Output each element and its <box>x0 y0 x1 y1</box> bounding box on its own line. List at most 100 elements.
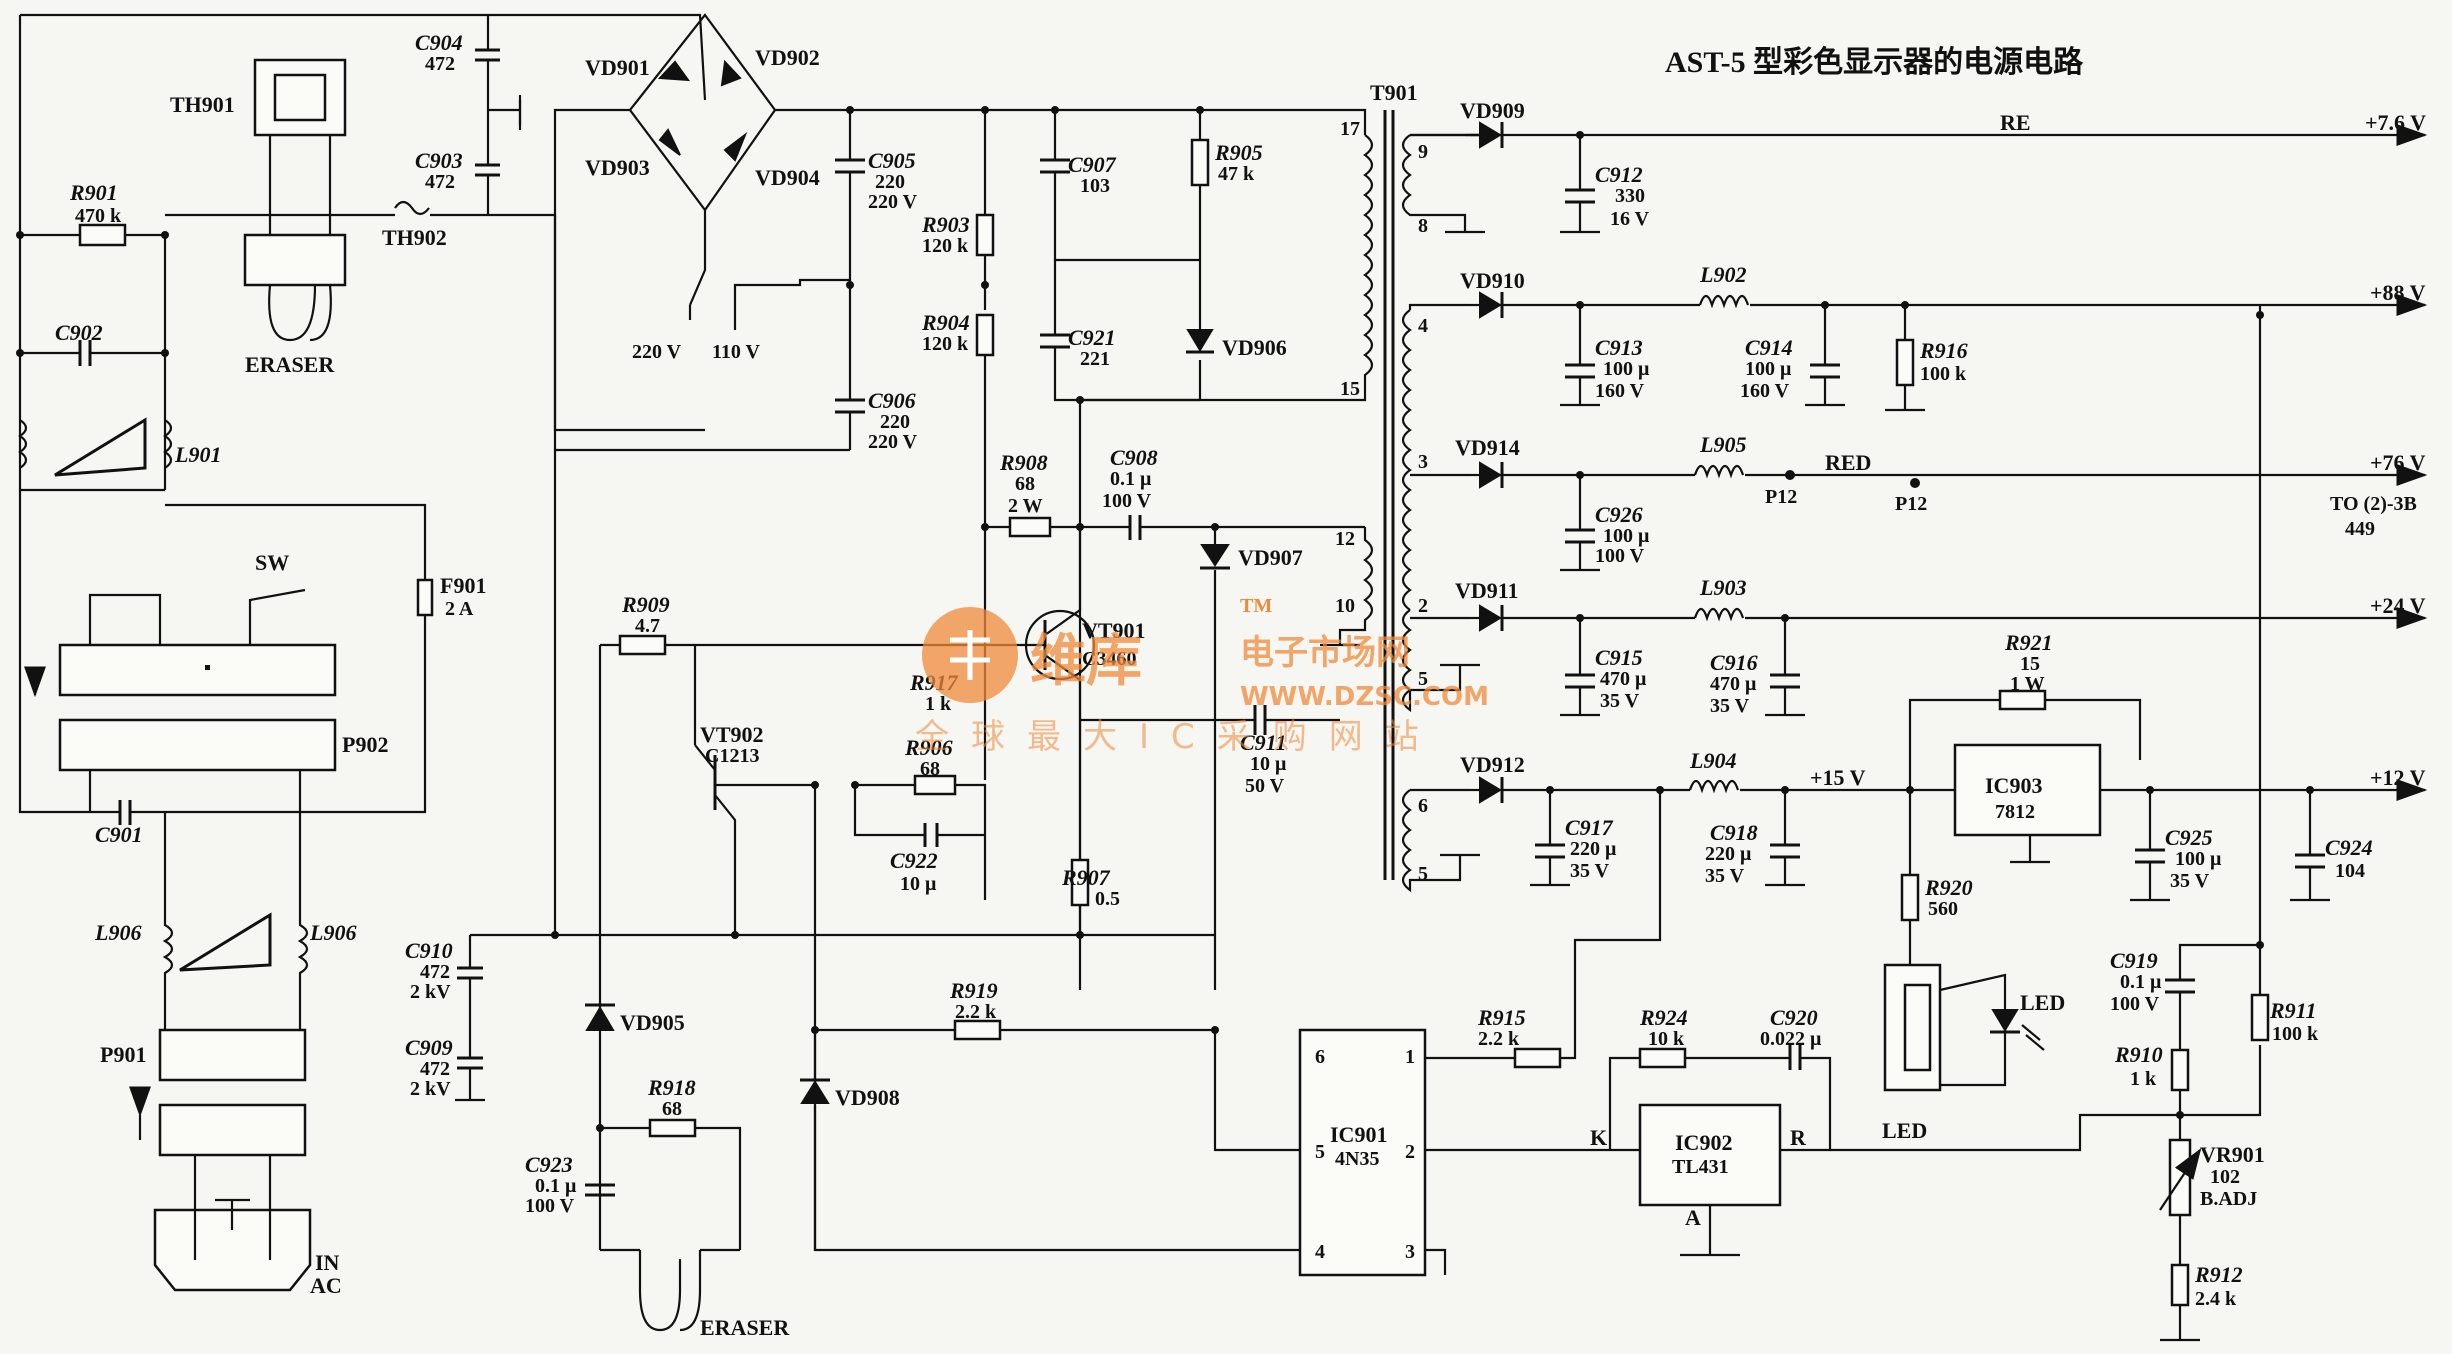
rail-88v <box>1470 291 2428 412</box>
svg-text:1 W: 1 W <box>2010 673 2045 695</box>
svg-text:220 V: 220 V <box>868 431 918 453</box>
voltage-divider <box>2159 305 2270 1342</box>
r919-resistor <box>953 1019 1002 1041</box>
svg-text:100 k: 100 k <box>1920 363 1967 385</box>
svg-text:104: 104 <box>2335 860 2365 882</box>
svg-text:VD910: VD910 <box>1460 268 1525 293</box>
svg-text:C923: C923 <box>525 1152 573 1177</box>
svg-text:100 μ: 100 μ <box>1603 358 1650 380</box>
svg-text:50 V: 50 V <box>1245 775 1285 797</box>
svg-text:1 k: 1 k <box>925 693 952 715</box>
eraser-snubber <box>455 935 1300 1332</box>
svg-text:P902: P902 <box>342 732 388 757</box>
svg-text:TO (2)-3B: TO (2)-3B <box>2330 493 2417 515</box>
r907-resistor <box>1070 858 1090 907</box>
svg-text:220: 220 <box>880 411 910 433</box>
svg-text:C902: C902 <box>55 320 103 345</box>
svg-text:RE: RE <box>2000 110 2031 135</box>
svg-text:L905: L905 <box>1699 432 1746 457</box>
svg-text:维库: 维库 <box>1030 629 1142 694</box>
svg-text:1 k: 1 k <box>2130 1068 2157 1090</box>
svg-text:VT902: VT902 <box>700 722 764 747</box>
svg-text:C1213: C1213 <box>705 745 759 767</box>
svg-text:10 k: 10 k <box>1648 1028 1685 1050</box>
vd912-diode <box>1479 776 1502 804</box>
svg-text:100 V: 100 V <box>525 1195 575 1217</box>
svg-text:472: 472 <box>425 53 455 75</box>
ic901-optocoupler <box>1298 855 1662 1277</box>
eraser-coil-top <box>243 233 347 287</box>
svg-text:470 μ: 470 μ <box>1710 673 1757 695</box>
l904-inductor <box>1688 779 1740 794</box>
svg-text:15: 15 <box>2020 653 2040 675</box>
svg-text:L906: L906 <box>309 920 356 945</box>
p902-connector <box>58 718 337 772</box>
r911-resistor <box>2250 993 2270 1042</box>
svg-text:2: 2 <box>1418 595 1428 617</box>
svg-text:0.1 μ: 0.1 μ <box>2120 971 2162 993</box>
r912-resistor <box>2170 1263 2190 1307</box>
svg-text:35 V: 35 V <box>1570 860 1610 882</box>
svg-text:C907: C907 <box>1068 152 1117 177</box>
svg-text:全球最大IC采购网站: 全球最大IC采购网站 <box>915 717 1441 757</box>
svg-text:2 W: 2 W <box>1008 495 1043 517</box>
svg-text:120 k: 120 k <box>922 235 969 257</box>
l905-inductor <box>1693 464 1745 479</box>
svg-text:R912: R912 <box>2194 1262 2243 1287</box>
svg-text:TH901: TH901 <box>170 92 235 117</box>
svg-text:L904: L904 <box>1689 748 1736 773</box>
svg-text:VD905: VD905 <box>620 1010 685 1035</box>
svg-text:0.1 μ: 0.1 μ <box>535 1175 577 1197</box>
svg-text:472: 472 <box>420 1058 450 1080</box>
svg-text:T901: T901 <box>1370 80 1418 105</box>
r905-resistor <box>1190 138 1210 187</box>
svg-text:R915: R915 <box>1477 1005 1526 1030</box>
svg-text:VD908: VD908 <box>835 1085 900 1110</box>
svg-text:2 kV: 2 kV <box>410 981 451 1003</box>
svg-text:6: 6 <box>1315 1046 1325 1068</box>
f901-fuse <box>416 578 434 617</box>
svg-text:+12 V: +12 V <box>2370 765 2426 790</box>
svg-text:C915: C915 <box>1595 645 1643 670</box>
svg-text:4N35: 4N35 <box>1335 1148 1379 1170</box>
svg-text:R920: R920 <box>1924 875 1973 900</box>
svg-text:TL431: TL431 <box>1672 1156 1729 1178</box>
rail-24v <box>1470 605 2425 717</box>
svg-text:R904: R904 <box>921 310 970 335</box>
svg-text:C924: C924 <box>2325 835 2373 860</box>
r910-resistor <box>2170 1048 2190 1092</box>
svg-text:C921: C921 <box>1068 325 1116 350</box>
svg-text:SW: SW <box>255 550 289 575</box>
svg-text:220 μ: 220 μ <box>1705 843 1752 865</box>
svg-text:100 V: 100 V <box>1595 545 1645 567</box>
svg-text:102: 102 <box>2210 1166 2240 1188</box>
svg-text:R910: R910 <box>2114 1042 2163 1067</box>
svg-text:7812: 7812 <box>1995 801 2035 823</box>
switch-stage <box>470 450 1340 1250</box>
svg-text:17: 17 <box>1340 118 1360 140</box>
svg-text:R906: R906 <box>904 735 953 760</box>
svg-text:R901: R901 <box>69 180 118 205</box>
svg-text:C3460: C3460 <box>1082 648 1136 670</box>
svg-text:160 V: 160 V <box>1595 380 1645 402</box>
transformer-t901 <box>1383 110 1485 893</box>
svg-text:R911: R911 <box>2269 998 2316 1023</box>
r901-resistor <box>78 223 127 247</box>
svg-text:C906: C906 <box>868 388 916 413</box>
svg-text:C918: C918 <box>1710 820 1758 845</box>
svg-text:IC902: IC902 <box>1675 1130 1732 1155</box>
svg-text:VD901: VD901 <box>585 55 650 80</box>
led-diode-symbol <box>1991 1009 2019 1032</box>
mains-switch-section <box>18 490 434 1292</box>
svg-text:R903: R903 <box>921 212 970 237</box>
svg-text:C922: C922 <box>890 848 938 873</box>
svg-text:L902: L902 <box>1699 262 1746 287</box>
svg-text:2.2 k: 2.2 k <box>1478 1028 1520 1050</box>
svg-text:472: 472 <box>425 171 455 193</box>
r921-resistor <box>1998 689 2047 711</box>
rail-12v <box>1470 689 2428 1092</box>
svg-text:220 μ: 220 μ <box>1570 838 1617 860</box>
svg-text:120 k: 120 k <box>922 333 969 355</box>
svg-text:R907: R907 <box>1061 865 1111 890</box>
svg-text:160 V: 160 V <box>1740 380 1790 402</box>
